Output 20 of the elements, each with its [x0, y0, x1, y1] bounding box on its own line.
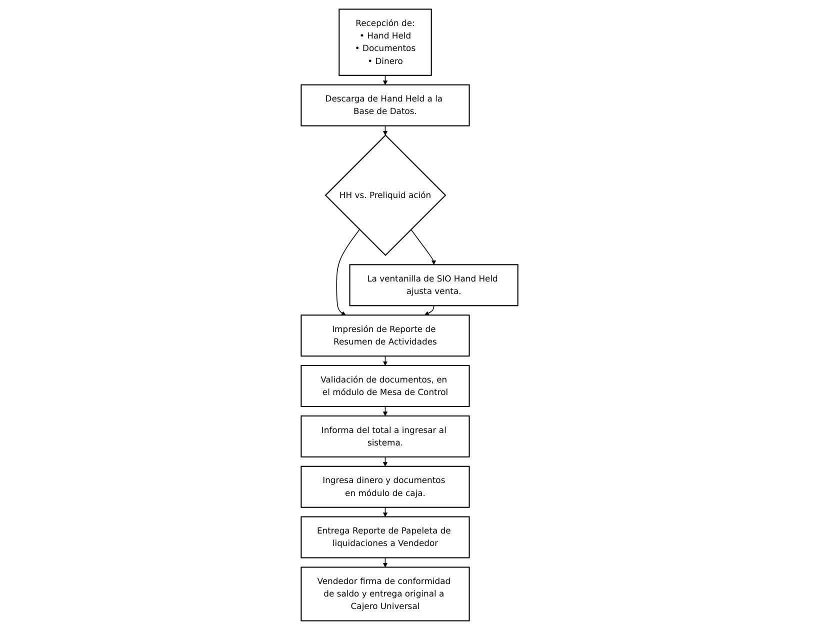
node-box: La ventanilla de SIO Hand Held ajusta venta. [350, 264, 519, 306]
node-box: Validación de documentos, en el módulo de Mesa de Control [301, 364, 470, 407]
arrow [336, 228, 360, 315]
arrow [411, 228, 437, 264]
node-box: Informa del total a ingresar al sistema. [301, 414, 470, 457]
node-box: Descarga de Hand Held a la Base de Datos. [301, 84, 470, 126]
node-box: Recepción de: • Hand Held • Documentos • Dinero [339, 8, 432, 76]
arrow [383, 74, 388, 85]
arrow [383, 355, 388, 366]
node-box: Entrega Reporte de Papeleta de liquidaciones a Vendedor [301, 516, 470, 558]
node-box: Impresión de Reporte de Resumen de Actividades [301, 314, 470, 356]
arrow [383, 124, 388, 135]
node-box: Ingresa dinero y documentos en módulo de caja. [301, 465, 470, 508]
arrow [383, 506, 388, 516]
node-box: Vendedor firma de conformidad de saldo y entrega original a Cajero Universal [301, 566, 470, 621]
arrow [424, 304, 435, 315]
node-diamond: HH vs. Preliquid ación [325, 134, 447, 256]
arrow [383, 556, 388, 567]
arrow [383, 406, 388, 416]
arrow [383, 456, 388, 466]
